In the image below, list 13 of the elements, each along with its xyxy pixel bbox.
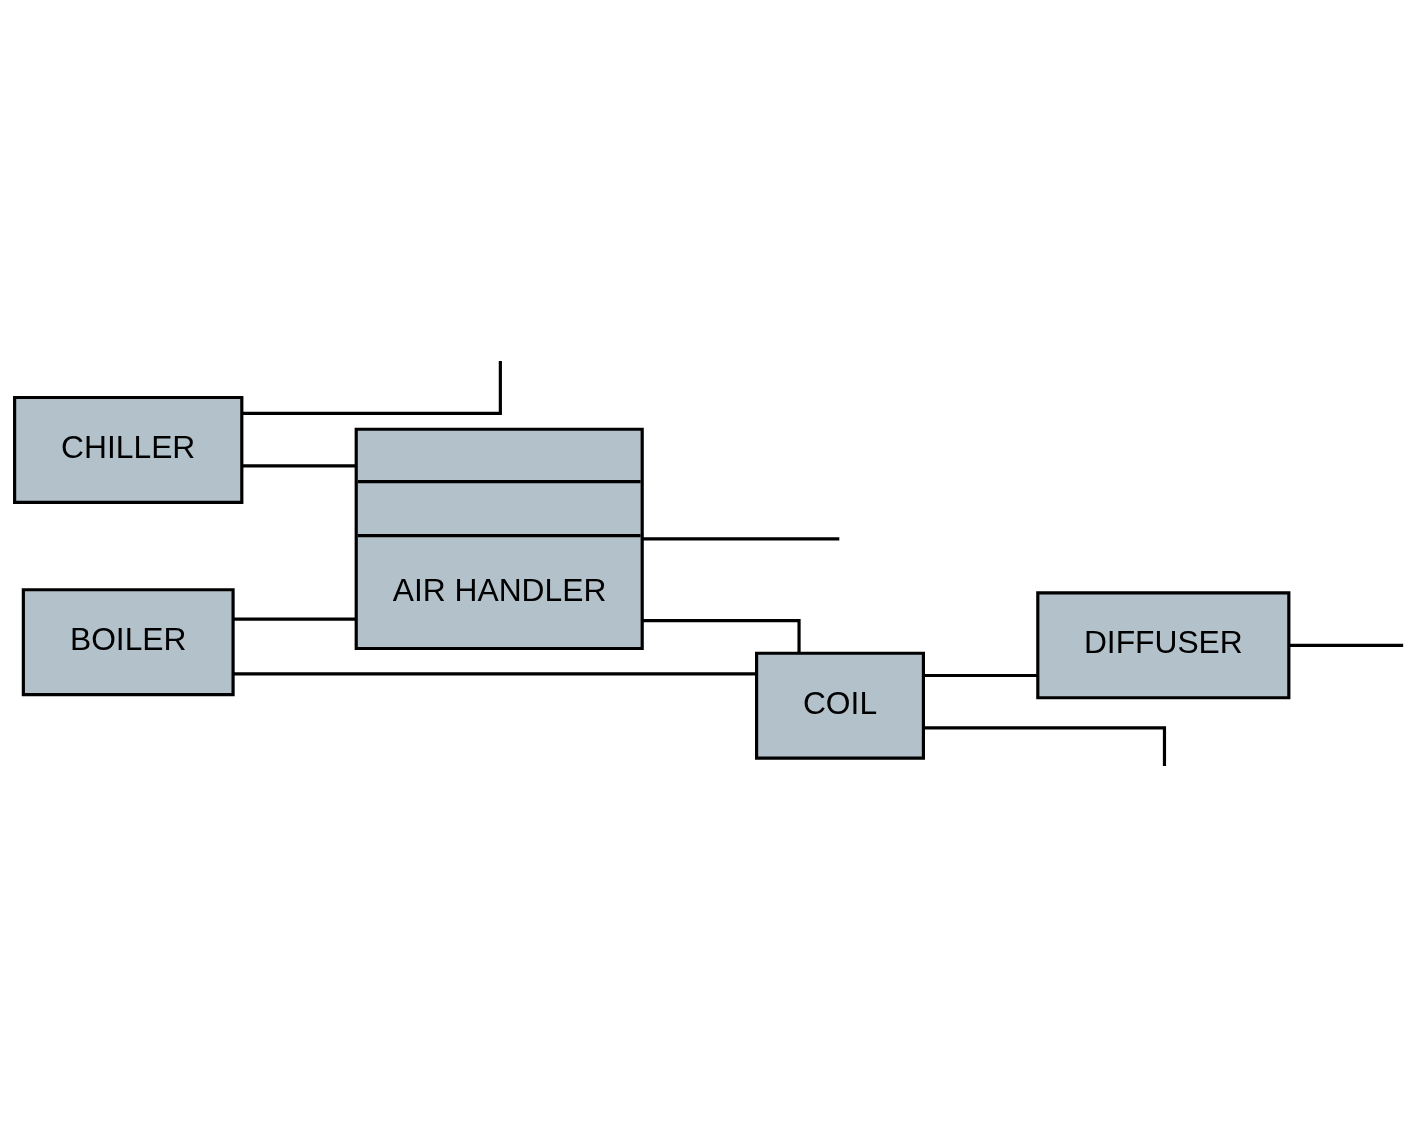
connector [923, 726, 1167, 766]
connector [233, 617, 356, 621]
connector [1289, 643, 1404, 647]
node-box: DIFFUSER [1036, 591, 1291, 700]
connector [642, 619, 801, 653]
connector [242, 464, 357, 468]
connector [923, 673, 1038, 678]
node-box: CHILLER [13, 395, 244, 504]
node-box: BOILER [21, 588, 235, 697]
connector [233, 672, 757, 676]
node-box: COIL [755, 651, 925, 760]
connector [642, 537, 840, 541]
connector [241, 361, 502, 415]
